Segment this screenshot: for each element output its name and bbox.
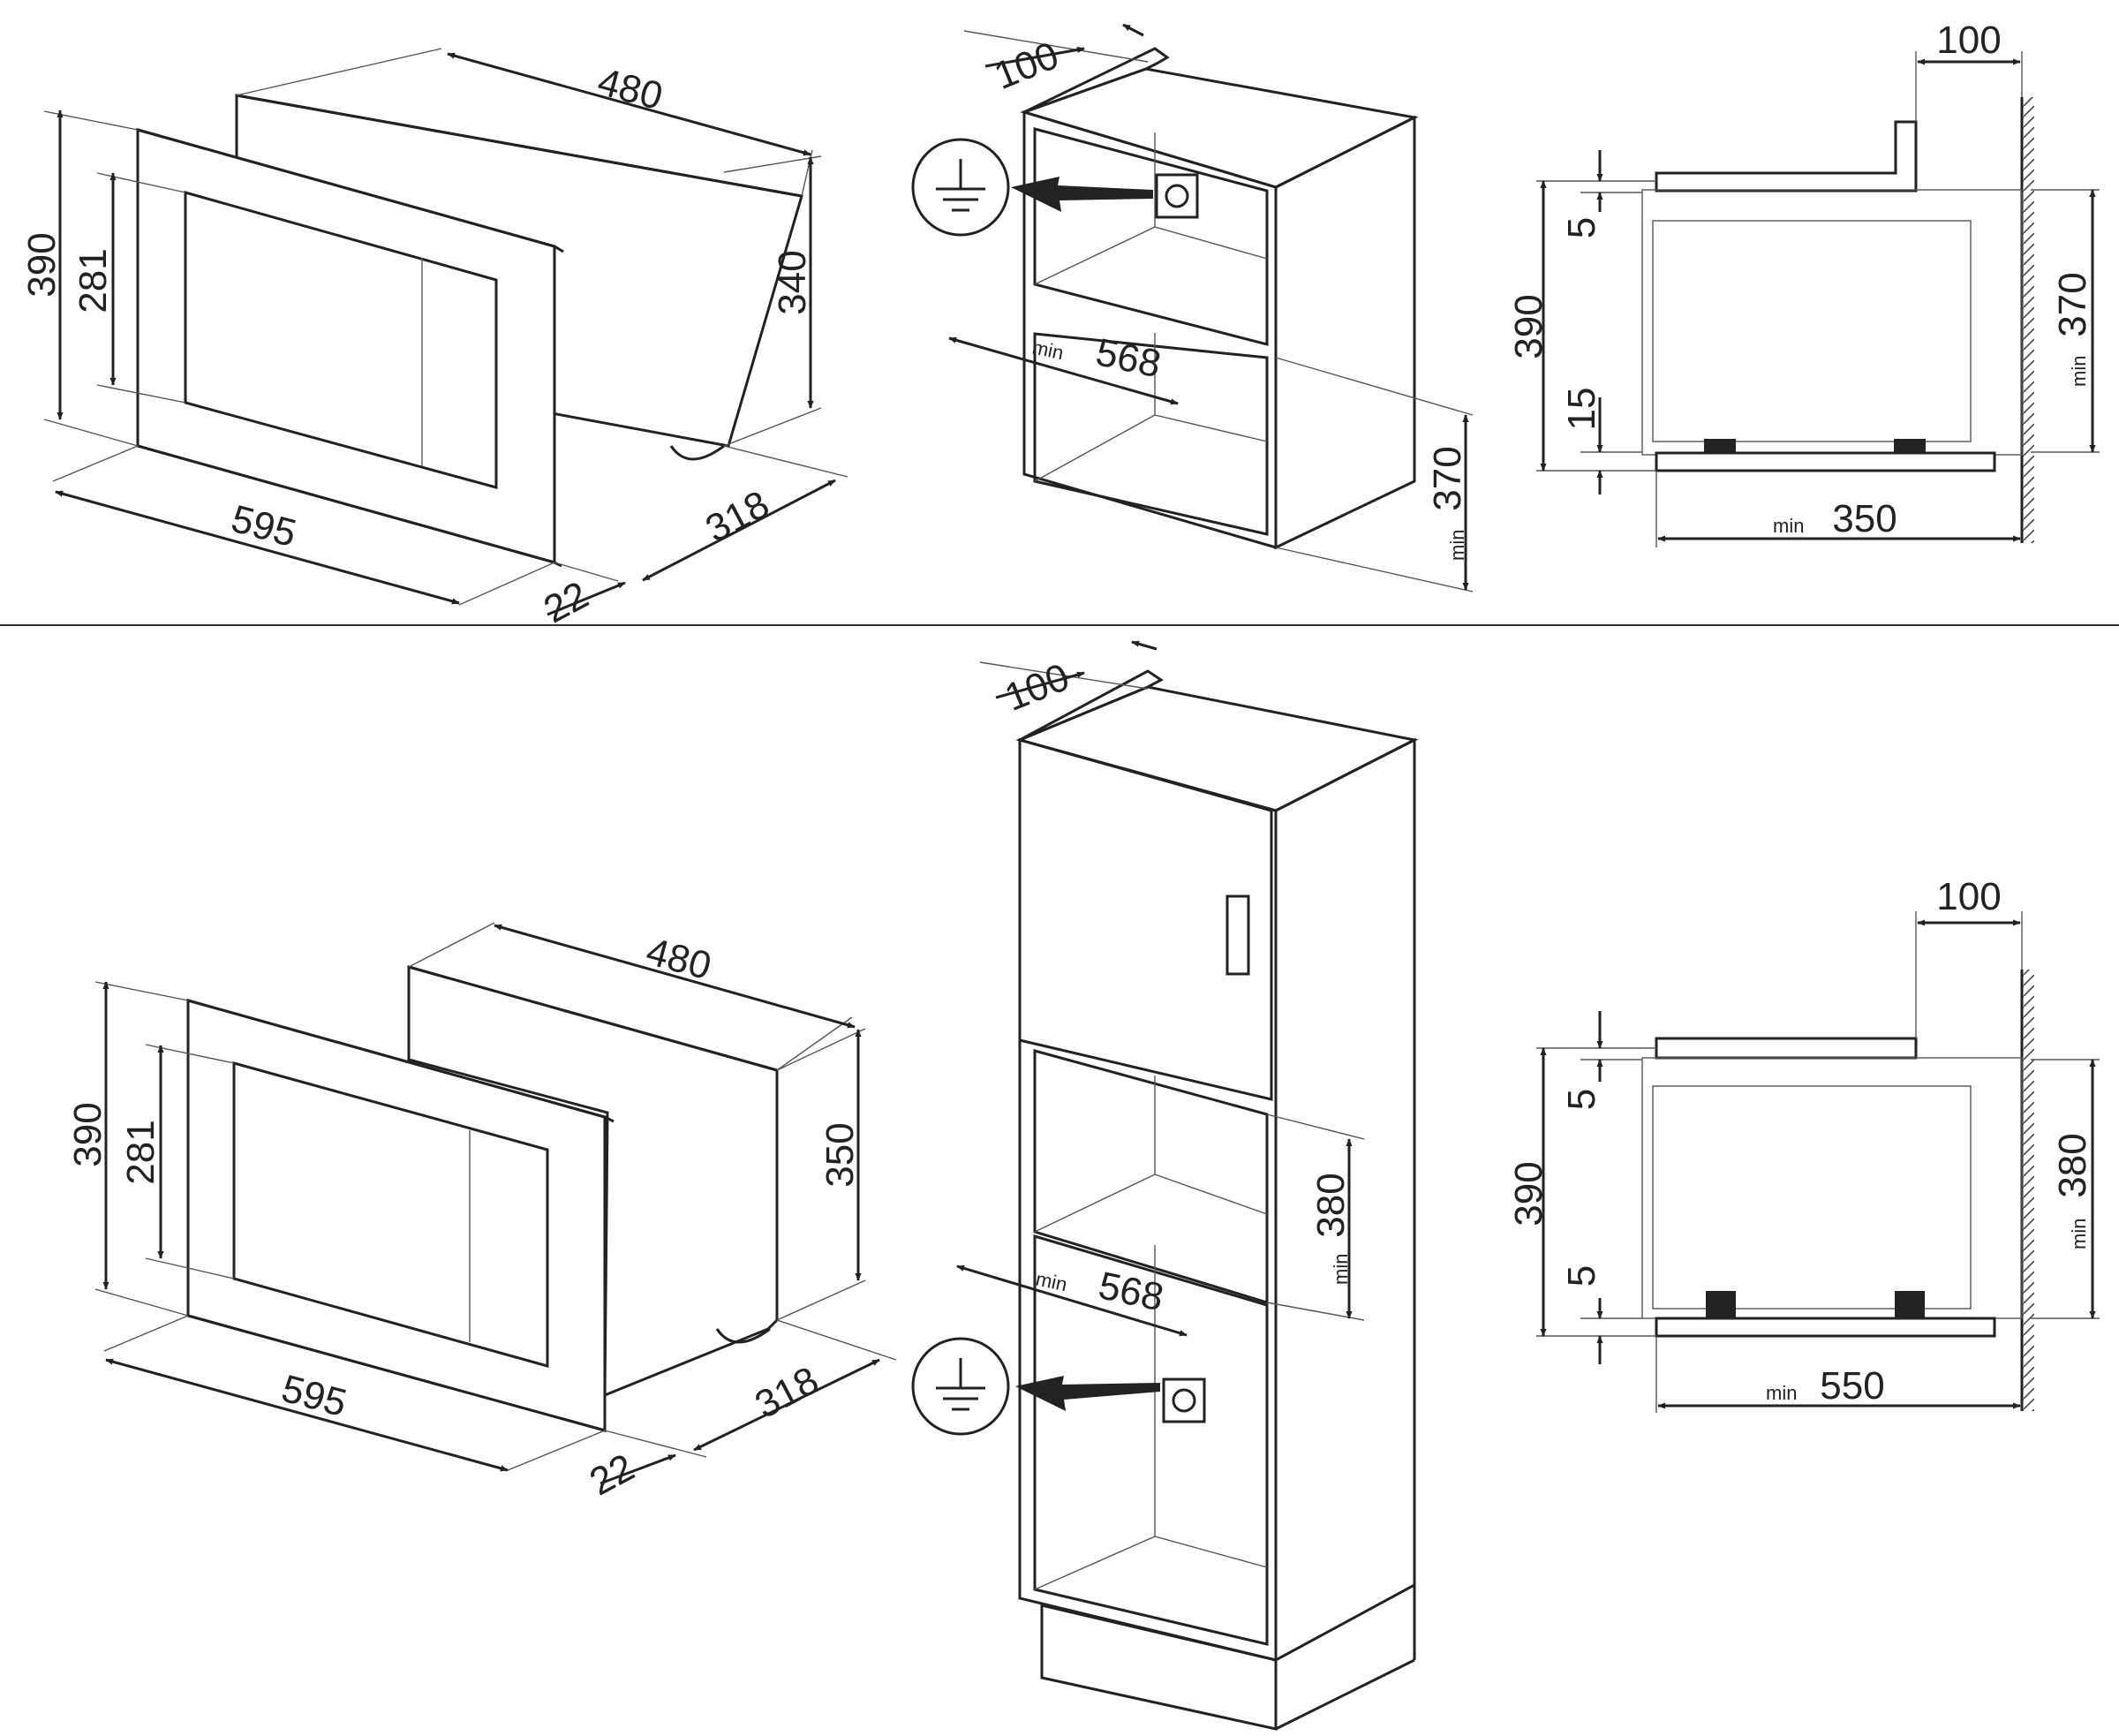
bottom-appliance-view: 390 281 350 480 595 318 22 — [66, 922, 897, 1504]
top-section-niche-height-min-label: min — [2068, 356, 2090, 387]
bottom-section-top-gap-label: 5 — [1560, 1089, 1603, 1110]
top-appliance-width-label: 595 — [227, 497, 301, 555]
top-cabinet-niche-height-label: 370 — [1426, 446, 1469, 510]
bottom-section-niche-height-label: 380 — [2051, 1133, 2094, 1197]
top-section-view: 390 5 15 min 370 100 min 350 — [1507, 19, 2100, 547]
top-section-depth-min-label: min — [1773, 515, 1804, 537]
top-section-niche-height-label: 370 — [2051, 272, 2094, 336]
bottom-section-view: 390 5 5 min 380 100 min 550 — [1507, 875, 2100, 1413]
top-appliance-frame-label: 22 — [537, 573, 595, 631]
top-cabinet-niche-height-min-label: min — [1446, 530, 1468, 561]
bottom-appliance-height-label: 390 — [66, 1102, 109, 1166]
bottom-section-rear-gap-label: 100 — [1936, 875, 2001, 918]
top-cabinet-view: 100 min 568 min 370 — [911, 23, 1474, 593]
top-appliance-window-height-label: 281 — [72, 248, 115, 313]
bottom-appliance-window-height-label: 281 — [119, 1120, 162, 1184]
bottom-cabinet-view: 100 min 568 min 380 — [911, 640, 1419, 1731]
top-cabinet-niche-width-label: 568 — [1092, 330, 1165, 386]
top-section-bottom-gap-label: 15 — [1560, 388, 1603, 431]
bottom-section-depth-min-label: min — [1766, 1382, 1797, 1404]
bottom-section-niche-height-min-label: min — [2068, 1219, 2090, 1249]
bottom-cabinet-niche-height-min-label: min — [1330, 1254, 1352, 1285]
top-section-depth-label: 350 — [1832, 497, 1897, 540]
top-section-top-gap-label: 5 — [1560, 217, 1603, 238]
bottom-cabinet-rear-gap-label: 100 — [999, 655, 1075, 720]
bottom-section-height-label: 390 — [1507, 1161, 1550, 1226]
bottom-appliance-frame-label: 22 — [583, 1445, 641, 1504]
top-appliance-depth-label: 480 — [593, 60, 667, 118]
bottom-appliance-width-label: 595 — [277, 1367, 351, 1425]
top-appliance-body-depth-label: 318 — [698, 482, 776, 551]
top-appliance-view: 390 281 340 480 595 318 22 — [20, 48, 848, 631]
top-cabinet-rear-gap-label: 100 — [988, 34, 1064, 98]
bottom-ground-symbol-icon — [911, 1337, 1010, 1436]
bottom-section-depth-label: 550 — [1820, 1364, 1884, 1408]
bottom-section-bottom-gap-label: 5 — [1560, 1265, 1603, 1287]
top-appliance-body-height-label: 340 — [771, 250, 814, 314]
bottom-appliance-body-height-label: 350 — [818, 1122, 862, 1187]
bottom-cabinet-niche-height-label: 380 — [1309, 1173, 1353, 1237]
top-appliance-height-label: 390 — [20, 232, 64, 297]
top-section-height-label: 390 — [1507, 294, 1550, 359]
bottom-appliance-depth-label: 480 — [642, 930, 716, 988]
top-section-rear-gap-label: 100 — [1936, 19, 2001, 62]
top-ground-symbol-icon — [911, 138, 1010, 237]
